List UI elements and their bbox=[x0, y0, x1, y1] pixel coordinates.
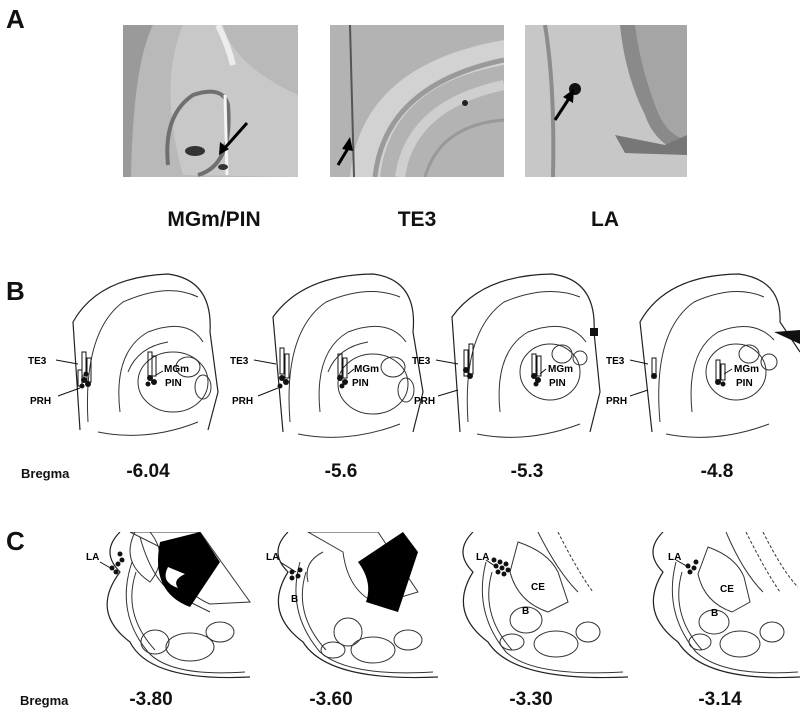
label-la: LA bbox=[86, 552, 99, 563]
label-pin: PIN bbox=[352, 378, 369, 389]
label-te3: TE3 bbox=[28, 356, 47, 367]
label-mgm: MGm bbox=[164, 364, 189, 375]
label-mgm: MGm bbox=[548, 364, 573, 375]
label-pin: PIN bbox=[165, 378, 182, 389]
photo-label-te3: TE3 bbox=[397, 208, 437, 231]
label-te3: TE3 bbox=[412, 356, 431, 367]
bregma-value-b1: -6.04 bbox=[126, 461, 170, 482]
label-prh: PRH bbox=[232, 396, 253, 407]
panel-c-letter: C bbox=[6, 526, 25, 556]
label-mgm: MGm bbox=[734, 364, 759, 375]
bregma-value-b3: -5.3 bbox=[510, 461, 544, 482]
atlas-section-b3: TE3 PRH MGm PIN bbox=[412, 273, 601, 438]
label-b: B bbox=[711, 608, 718, 619]
label-ce: CE bbox=[720, 584, 734, 595]
label-la: LA bbox=[266, 552, 279, 563]
atlas-section-b2: TE3 PRH MGm PIN bbox=[230, 273, 424, 438]
label-prh: PRH bbox=[30, 396, 51, 407]
bregma-value-c4: -3.14 bbox=[698, 689, 742, 710]
bregma-value-c2: -3.60 bbox=[309, 689, 353, 710]
label-pin: PIN bbox=[549, 378, 566, 389]
label-b: B bbox=[522, 606, 529, 617]
photo-label-la: LA bbox=[591, 208, 619, 231]
bregma-label-c: Bregma bbox=[20, 693, 69, 708]
label-pin: PIN bbox=[736, 378, 753, 389]
atlas-section-c4: LA CE B bbox=[652, 532, 800, 679]
bregma-label-b: Bregma bbox=[21, 466, 70, 481]
bregma-value-c1: -3.80 bbox=[129, 689, 173, 710]
atlas-section-c2: LA B bbox=[266, 532, 439, 679]
label-b: B bbox=[291, 594, 298, 605]
label-la: LA bbox=[668, 552, 681, 563]
bregma-value-b2: -5.6 bbox=[324, 461, 358, 482]
photo-mgm-pin bbox=[123, 25, 298, 177]
photo-label-mgm-pin: MGm/PIN bbox=[167, 208, 261, 231]
label-te3: TE3 bbox=[606, 356, 625, 367]
atlas-section-c1: LA bbox=[86, 532, 251, 679]
atlas-section-b1: TE3 PRH MGm PIN bbox=[28, 273, 219, 436]
bregma-value-c3: -3.30 bbox=[509, 689, 553, 710]
label-la: LA bbox=[476, 552, 489, 563]
photo-te3 bbox=[330, 25, 504, 177]
label-prh: PRH bbox=[606, 396, 627, 407]
label-ce: CE bbox=[531, 582, 545, 593]
atlas-section-c3: LA CE B bbox=[462, 532, 629, 679]
photo-la bbox=[525, 25, 687, 177]
panel-b-letter: B bbox=[6, 276, 25, 306]
atlas-section-b4: TE3 PRH MGm PIN bbox=[606, 273, 800, 438]
label-prh: PRH bbox=[414, 396, 435, 407]
label-te3: TE3 bbox=[230, 356, 249, 367]
label-mgm: MGm bbox=[354, 364, 379, 375]
bregma-value-b4: -4.8 bbox=[700, 461, 734, 482]
panel-a-letter: A bbox=[6, 4, 25, 34]
